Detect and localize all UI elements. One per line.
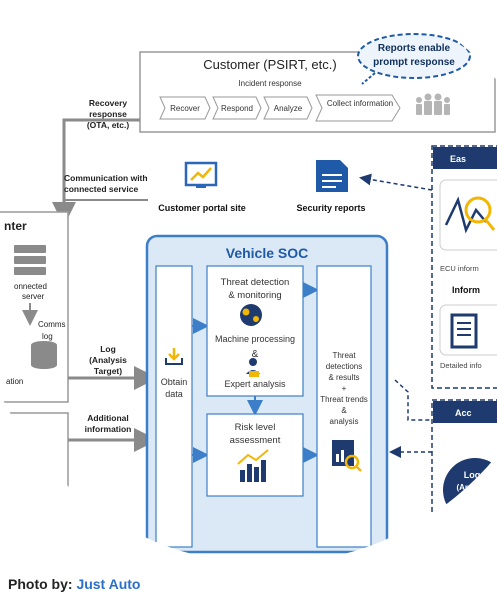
step-respond-label: Respond [221,104,253,113]
incident-response-label: Incident response [238,79,302,88]
download-icon [165,348,183,365]
recovery-label-2: response [89,109,127,119]
step-analyze: Analyze [263,96,313,120]
step-respond: Respond [212,96,262,120]
left-panel-bottom-label: ation [6,377,23,386]
results-label-4: + [342,384,347,393]
log-label-2: (Analysis [89,355,127,365]
right-lower-title: Acc [455,408,472,418]
ampersand-label: & [252,349,259,360]
step-analyze-label: Analyze [274,104,303,113]
recovery-label-3: (OTA, etc.) [87,120,130,130]
comms-log-label-1: Comms [38,320,66,329]
dashed-arrow-reports [359,173,433,191]
ecu-label: ECU inform [440,264,479,273]
right-info-title: Inform [452,285,480,295]
callout-line-1: Reports enable [378,43,451,54]
risk-level-label-1: Risk level [235,422,276,433]
additional-label-2: information [85,424,132,434]
comms-log-label-2: log [42,332,53,341]
gears-icon [240,304,262,326]
database-icon [31,341,57,369]
unique-label-2: when c [451,544,476,553]
people-icon [416,93,450,115]
vehicle-soc-title: Vehicle SOC [226,245,308,261]
additional-label-1: Additional [87,413,129,423]
right-panel-lower [431,399,497,564]
server-label-2: server [22,292,45,301]
detailed-info-label: Detailed info [440,361,482,370]
communication-label-2: connected service [64,184,138,194]
log-circle-label-3: Target [460,495,484,504]
recovery-line [52,118,140,226]
risk-level-label-2: assessment [230,435,281,446]
left-lower-box [0,412,69,534]
report-analysis-icon [332,440,362,472]
expert-icon [246,358,260,377]
right-upper-title: Eas [450,154,466,164]
reports-callout [357,33,471,79]
machine-processing-label: Machine processing [215,334,295,344]
step-recover: Recover [159,96,211,120]
log-label-1: Log [100,344,116,354]
photo-credit: Photo by: Just Auto [8,576,140,592]
threat-detection-label-2: & monitoring [228,290,281,301]
right-panel-upper-header [433,147,497,169]
log-circle-label-2: (Analysi [456,483,487,492]
right-panel-lower-header [433,401,497,423]
left-panel-title: nter [4,219,27,233]
photo-credit-source-link[interactable]: Just Auto [76,576,141,592]
portal-label: Customer portal site [158,203,246,213]
security-reports-label: Security reports [296,203,365,213]
security-reports-icon [316,160,348,192]
obtain-data-label-1: Obtain [161,377,188,387]
results-label-1: Threat [332,351,356,360]
callout-line-2: prompt response [373,57,455,68]
obtain-data-box [155,265,193,548]
obtain-data-label-2: data [165,389,183,399]
photo-credit-prefix: Photo by: [8,576,77,592]
callout-tail [361,72,376,85]
left-panel [0,211,69,403]
expert-analysis-label: Expert analysis [224,379,286,389]
results-label-7: analysis [330,417,359,426]
threat-detection-label-1: Threat detection [221,277,290,288]
server-label-1: onnected [14,282,47,291]
unique-label-1: Unique tec [442,533,478,542]
customer-title: Customer (PSIRT, etc.) [203,57,336,72]
step-collect-information-label: Collect information [327,99,393,108]
ecu-icon-box [439,179,497,251]
log-circle-label-1: Log [464,470,481,480]
wave-magnifier-icon [444,196,496,234]
server-icon [14,245,46,275]
risk-chart-icon [237,449,269,482]
portal-icon [184,161,218,188]
communication-label-1: Communication with [64,173,148,183]
recovery-label-1: Recovery [89,98,128,108]
results-label-3: & results [328,373,359,382]
document-icon [450,313,478,349]
results-label-2: detections [326,362,362,371]
step-collect-information: Collect information [315,94,401,122]
step-recover-label: Recover [170,104,200,113]
results-label-6: & [341,406,347,415]
results-box [316,265,372,548]
results-label-5: Threat trends [320,395,368,404]
log-label-3: Target) [94,366,122,376]
dashed-right-connector [394,379,432,421]
